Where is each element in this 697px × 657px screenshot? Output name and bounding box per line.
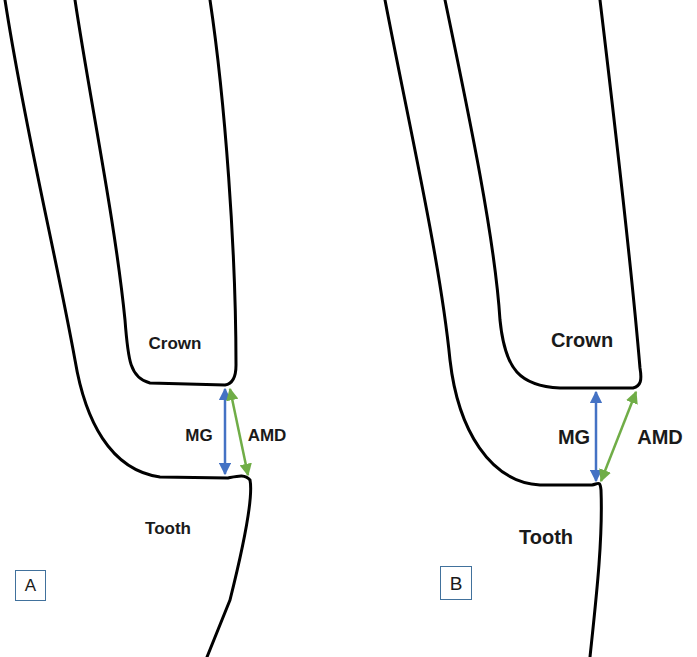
part-label: AMD	[248, 427, 287, 444]
part-label: MG	[185, 427, 212, 444]
part-label: Tooth	[519, 527, 573, 547]
crown-contour	[75, 0, 236, 385]
panel-letter-box: A	[15, 570, 46, 601]
panel-letter: B	[450, 574, 463, 593]
part-label: Crown	[149, 335, 202, 352]
panel-letter: A	[25, 577, 36, 594]
part-label: Tooth	[145, 520, 191, 537]
amd-arrow	[601, 392, 636, 481]
amd-arrow	[230, 389, 248, 475]
outer-contour	[5, 0, 251, 657]
mg-arrow	[595, 392, 598, 481]
mg-arrow	[224, 389, 227, 474]
part-label: AMD	[637, 427, 683, 447]
part-label: MG	[558, 427, 590, 447]
outer-contour	[385, 0, 601, 657]
part-label: Crown	[551, 330, 613, 350]
panel-letter-box: B	[440, 566, 472, 600]
crown-contour	[445, 0, 641, 388]
